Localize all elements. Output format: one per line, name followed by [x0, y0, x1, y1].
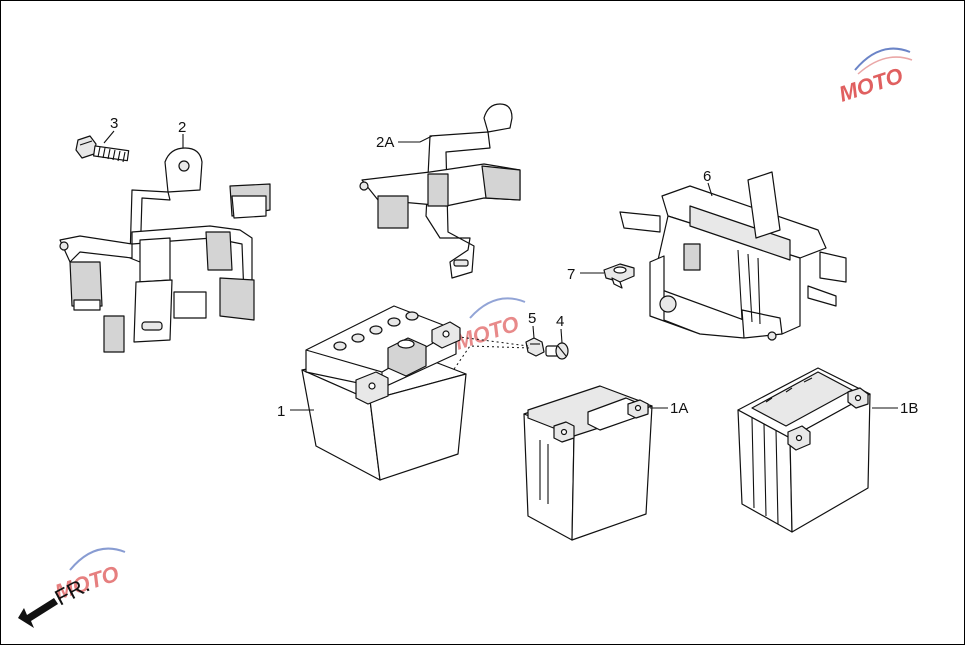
watermark-text: MOTO — [452, 311, 522, 355]
label-bolt-4: 4 — [556, 313, 564, 330]
label-battery-1: 1 — [277, 403, 285, 420]
front-arrow-icon — [18, 598, 58, 628]
watermark-text: MOTO — [836, 63, 906, 107]
battery-1b — [737, 367, 871, 533]
label-bracket-2a: 2A — [376, 134, 394, 151]
battery-1a — [523, 385, 653, 541]
clip-nut-7 — [603, 263, 635, 289]
battery-box-6 — [619, 171, 847, 341]
label-clip-nut-7: 7 — [567, 266, 575, 283]
label-bracket-2: 2 — [178, 119, 186, 136]
bracket-2 — [59, 147, 271, 353]
bolt-4 — [545, 342, 569, 360]
bolt-3 — [75, 135, 130, 163]
bracket-2a — [359, 103, 521, 279]
label-battery-box-6: 6 — [703, 168, 711, 185]
label-nut-5: 5 — [528, 310, 536, 327]
label-battery-1b: 1B — [900, 400, 918, 417]
watermark-top-right: MOTO — [836, 47, 913, 107]
battery-vent-caps — [333, 311, 419, 351]
battery-1 — [301, 305, 467, 481]
nut-5 — [525, 337, 545, 357]
label-bolt-3: 3 — [110, 115, 118, 132]
label-battery-1a: 1A — [670, 400, 688, 417]
